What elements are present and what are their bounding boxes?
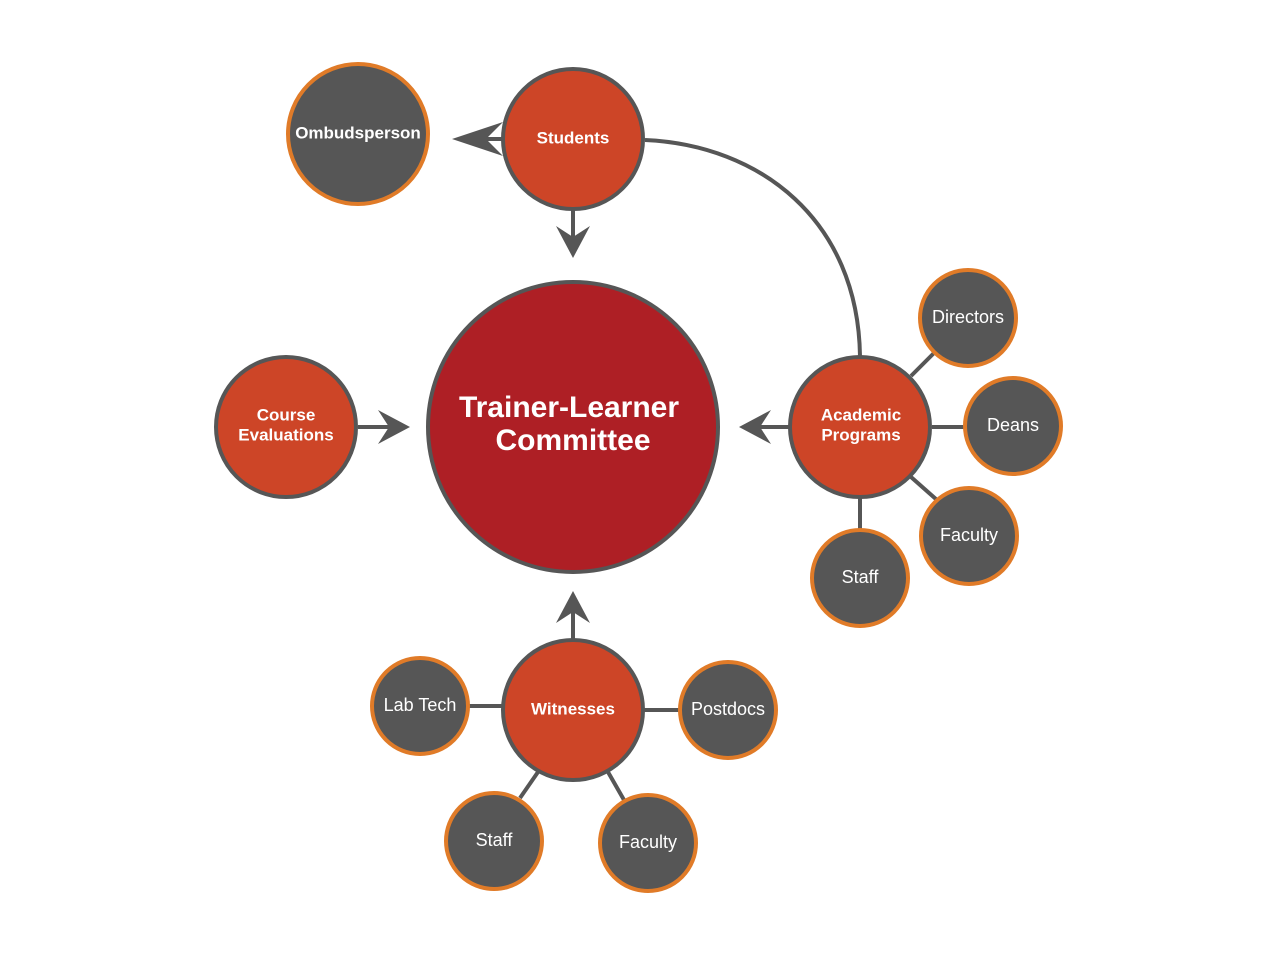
ap-directors-label: Directors	[932, 307, 1004, 327]
arrow-right-icon	[378, 410, 410, 444]
ap-deans-label: Deans	[987, 415, 1039, 435]
w-postdocs-node: Postdocs	[678, 660, 778, 760]
academic-programs-label-line2: Programs	[821, 425, 900, 444]
ombudsperson-node: Ombudsperson	[286, 62, 430, 206]
w-faculty-link	[606, 771, 626, 801]
arrowheads	[378, 122, 771, 623]
course-evaluations-label-line2: Evaluations	[238, 425, 333, 444]
ap-staff-label: Staff	[842, 567, 880, 587]
academic-programs-node: Academic Programs	[788, 355, 932, 499]
students-label: Students	[537, 128, 610, 147]
course-evaluations-node: Course Evaluations	[214, 355, 358, 499]
center-label-line2: Committee	[495, 424, 650, 457]
ap-faculty-link	[909, 475, 939, 502]
arrow-up-icon	[556, 591, 590, 623]
w-staff-node: Staff	[444, 791, 544, 891]
ap-directors-link	[909, 350, 937, 378]
center-node: Trainer-Learner Committee	[426, 280, 720, 574]
w-staff-link	[518, 770, 540, 800]
arrow-left-icon	[739, 410, 771, 444]
connectors	[358, 137, 966, 801]
academic-programs-label-line1: Academic	[821, 405, 901, 424]
arrow-left-icon	[452, 122, 503, 156]
ap-staff-node: Staff	[810, 528, 910, 628]
students-to-academic-programs-curve	[644, 138, 862, 357]
w-lab-tech-node: Lab Tech	[370, 656, 470, 756]
witnesses-label: Witnesses	[531, 699, 615, 718]
w-faculty-label: Faculty	[619, 832, 677, 852]
ap-deans-node: Deans	[963, 376, 1063, 476]
w-lab-tech-label: Lab Tech	[384, 695, 457, 715]
ombudsperson-label: Ombudsperson	[295, 123, 421, 142]
witnesses-node: Witnesses	[501, 638, 645, 782]
students-node: Students	[501, 67, 645, 211]
ap-faculty-node: Faculty	[919, 486, 1019, 586]
course-evaluations-label-line1: Course	[257, 405, 316, 424]
w-staff-label: Staff	[476, 830, 514, 850]
center-label-line1: Trainer-Learner	[459, 391, 679, 424]
w-postdocs-label: Postdocs	[691, 699, 765, 719]
w-faculty-node: Faculty	[598, 793, 698, 893]
ap-faculty-label: Faculty	[940, 525, 998, 545]
arrow-down-icon	[556, 226, 590, 258]
ap-directors-node: Directors	[918, 268, 1018, 368]
